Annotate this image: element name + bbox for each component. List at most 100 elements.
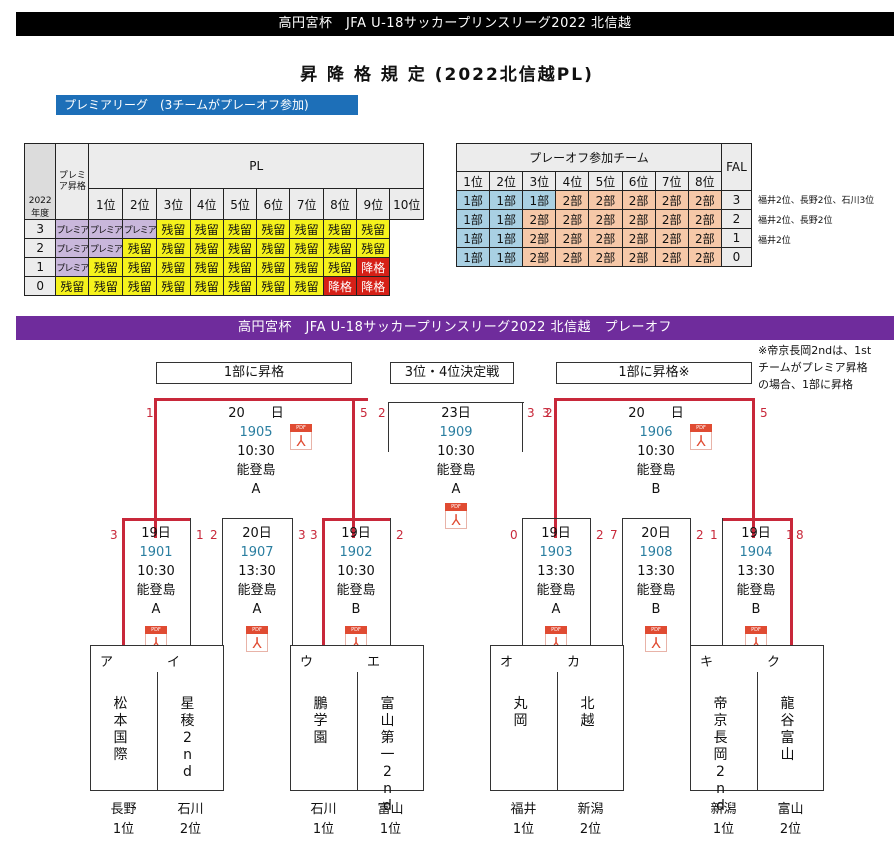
pdf-label: PDF [745, 626, 767, 634]
bracket-line [122, 518, 191, 521]
team-letter: キ [699, 655, 713, 670]
bracket-line [554, 398, 754, 401]
match-score: 3 [298, 528, 306, 542]
playoff-side-note: ※帝京長岡2ndは、1st チームがプレミア昇格 の場合、1部に昇格 [758, 342, 894, 393]
premier-league-tag: プレミアリーグ (3チームがプレーオフ参加) [56, 95, 358, 115]
playoff-rule-cell: 2部 [555, 247, 590, 267]
pl-rule-cell: プレミア [88, 238, 124, 258]
bracket-line [522, 518, 591, 519]
playoff-rule-cell: 2部 [654, 209, 689, 229]
match-day: 23日 [441, 406, 471, 421]
bracket-line [292, 518, 293, 648]
bracket-line [752, 398, 755, 538]
match-score: 1 [196, 528, 204, 542]
match-score: 0 [510, 528, 518, 542]
top-title: 高円宮杯 JFA U-18サッカープリンスリーグ2022 北信越 [278, 16, 632, 31]
bracket-line [522, 518, 523, 648]
match-venue: 能登島 [136, 583, 176, 598]
fal-value: 2 [720, 209, 753, 229]
pl-rule-cell: 残留 [356, 238, 391, 258]
pl-rule-cell: 残留 [122, 238, 158, 258]
pdf-icon[interactable]: PDF⅄ [690, 424, 712, 450]
bracket-line [154, 398, 157, 538]
team-letter: ア [99, 655, 113, 670]
team-rank: 2位 [579, 822, 602, 837]
playoff-rule-cell: 2部 [621, 190, 656, 210]
fal-value: 0 [720, 247, 753, 267]
playoff-rule-cell: 2部 [522, 247, 557, 267]
team-prefecture: 富山 [777, 802, 804, 817]
team-prefecture: 福井 [510, 802, 537, 817]
pdf-icon[interactable]: PDF⅄ [445, 503, 467, 529]
match-field: B [651, 602, 661, 617]
match-score: 3 [310, 528, 318, 542]
playoff-rule-cell: 2部 [621, 228, 656, 248]
bracket-line [554, 398, 557, 538]
pl-rule-cell: 残留 [222, 238, 258, 258]
team-name: 鵬学園 [313, 696, 328, 746]
fal-notes: 福井2位、長野2位、石川3位福井2位、長野2位福井2位 [758, 191, 874, 271]
pl-rule-cell: 残留 [289, 238, 324, 258]
team-letter: カ [566, 655, 580, 670]
match-score: 1 [786, 528, 794, 542]
playoff-rule-cell: 1部 [455, 228, 491, 248]
bracket-line [222, 518, 223, 648]
match-time: 10:30 [137, 564, 175, 579]
playoff-position-header: 4位 [555, 171, 590, 191]
premier-count: 0 [23, 276, 57, 296]
pl-rule-cell: 残留 [322, 219, 358, 239]
pdf-glyph-icon: ⅄ [690, 432, 712, 450]
match-field: B [651, 482, 661, 497]
playoff-rule-cell: 1部 [489, 190, 524, 210]
match-day: 20日 [242, 526, 272, 541]
pdf-glyph-icon: ⅄ [290, 432, 312, 450]
team-name: 富山第一2nd [380, 696, 395, 814]
team-letter: ク [766, 655, 780, 670]
match-num: 1906 [639, 425, 673, 440]
bracket-line [322, 518, 391, 521]
pdf-label: PDF [290, 424, 312, 432]
match-day: 19日 [141, 526, 171, 541]
match-num: 1903 [539, 545, 573, 560]
team-prefecture: 新潟 [710, 802, 737, 817]
playoff-rule-cell: 2部 [621, 247, 656, 267]
match-day: 19日 [741, 526, 771, 541]
match-venue: 能登島 [536, 583, 576, 598]
fal-note: 福井2位、長野2位 [758, 216, 833, 226]
match-num: 1908 [639, 545, 673, 560]
match-score: 1 [710, 528, 718, 542]
match-venue: 能登島 [237, 583, 277, 598]
team-letter: ウ [299, 655, 313, 670]
match-time: 10:30 [637, 444, 675, 459]
pl-rule-cell: 残留 [222, 276, 258, 296]
pdf-icon[interactable]: PDF⅄ [645, 626, 667, 652]
pl-rule-cell: 残留 [222, 257, 258, 277]
team-letter: オ [499, 655, 513, 670]
document-title: 昇 降 格 規 定 (2022北信越PL) [300, 65, 594, 85]
bracket-line [622, 518, 623, 648]
year-label: 2022 [28, 196, 52, 206]
pl-position-header: 9位 [356, 188, 391, 220]
match-venue: 能登島 [736, 583, 776, 598]
match-day: 19日 [541, 526, 571, 541]
bracket-line [690, 518, 691, 648]
match-num: 1905 [239, 425, 273, 440]
match-score: 3 [542, 406, 550, 420]
match-field: A [252, 602, 262, 617]
pdf-label: PDF [645, 626, 667, 634]
pl-position-header: 10位 [389, 188, 424, 220]
pdf-glyph-icon: ⅄ [246, 634, 268, 652]
playoff-rule-cell: 2部 [654, 247, 689, 267]
playoff-rule-cell: 2部 [555, 190, 590, 210]
team-name: 丸岡 [513, 696, 528, 729]
playoff-title: 高円宮杯 JFA U-18サッカープリンスリーグ2022 北信越 プレーオフ [237, 320, 673, 335]
pdf-icon[interactable]: PDF⅄ [246, 626, 268, 652]
playoff-rule-cell: 2部 [522, 228, 557, 248]
pdf-icon[interactable]: PDF⅄ [290, 424, 312, 450]
fal-value: 3 [720, 190, 753, 210]
playoff-teams-header: プレーオフ参加チーム [456, 143, 722, 172]
bracket-line [722, 518, 723, 648]
